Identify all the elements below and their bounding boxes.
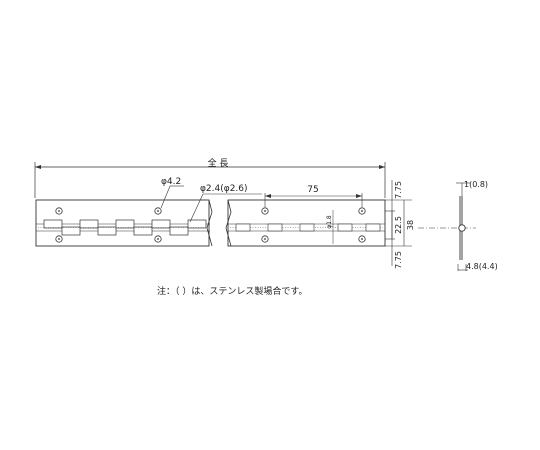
thickness-label: 1(0.8) — [464, 180, 488, 189]
hole-large-label: φ4.2 — [161, 177, 181, 187]
knuckle-segments — [43, 219, 207, 236]
total-length-dimension — [34, 162, 386, 198]
dim-top-margin: 7.75 — [394, 181, 403, 199]
pitch-dimension — [264, 193, 363, 207]
knuckle-label: 4.8(4.4) — [466, 262, 498, 271]
dim-bottom-margin: 7.75 — [394, 251, 403, 269]
break-lines — [206, 199, 232, 247]
pitch-label: 75 — [307, 185, 318, 195]
hole-small-label: φ2.4(φ2.6) — [200, 184, 248, 194]
side-view-dimensions — [456, 182, 470, 271]
total-length-label: 全 長 — [208, 157, 229, 169]
side-view — [458, 196, 466, 260]
mounting-holes — [55, 207, 366, 243]
dim-full-width: 38 — [406, 220, 415, 230]
footnote: 注：（ ）は、ステンレス製場合です。 — [157, 287, 308, 297]
hole-leaders — [160, 185, 262, 223]
right-dimensions — [385, 180, 412, 266]
knuckle-segments-right — [235, 223, 381, 232]
hole-centers — [58, 210, 363, 240]
pin-label: φ1.8 — [326, 215, 333, 229]
dim-half-width: 22.5 — [394, 216, 403, 234]
